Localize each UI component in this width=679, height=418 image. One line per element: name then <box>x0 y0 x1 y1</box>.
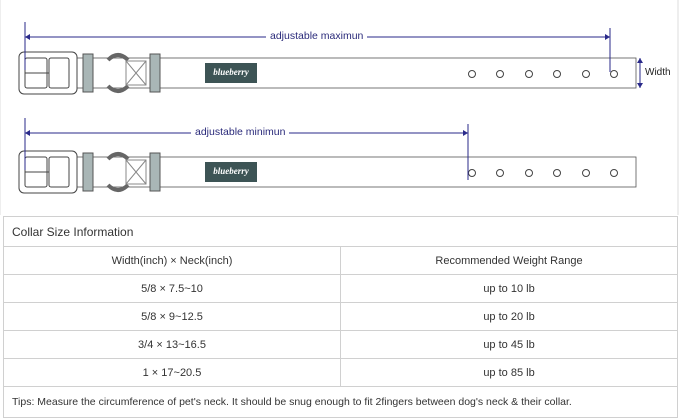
size-cell: 5/8 × 7.5~10 <box>141 282 203 295</box>
size-cell: 1 × 17~20.5 <box>142 366 202 379</box>
bottom-brand-logo-text: blueberry <box>213 166 250 176</box>
bottom-hole <box>496 169 504 177</box>
top-hole <box>582 70 590 78</box>
bottom-hole <box>468 169 476 177</box>
table-title: Collar Size Information <box>12 224 134 239</box>
min-arrow-head-right <box>463 130 468 136</box>
bottom-hole <box>582 169 590 177</box>
adjustable-minimum-label: adjustable minimun <box>191 126 290 138</box>
width-label: Width <box>645 67 671 78</box>
top-brand-logo-text: blueberry <box>213 67 250 77</box>
table-row: 5/8 × 9~12.5 up to 20 lb <box>4 302 677 330</box>
table-row: 1 × 17~20.5 up to 85 lb <box>4 358 677 386</box>
bottom-keeper-loop <box>82 152 94 192</box>
weight-cell: up to 45 lb <box>340 331 677 358</box>
top-keeper-loop <box>149 53 161 93</box>
bottom-brand-logo <box>205 162 257 182</box>
top-keeper-loop <box>82 53 94 93</box>
weight-cell: up to 10 lb <box>340 275 677 302</box>
adjustable-maximum-label: adjustable maximun <box>266 30 368 42</box>
top-brand-logo <box>205 63 257 83</box>
bottom-hole <box>610 169 618 177</box>
collar-diagram: blueberry blueberry <box>0 0 679 215</box>
max-arrow-head-right <box>605 34 610 40</box>
size-cell: 3/4 × 13~16.5 <box>138 338 206 351</box>
top-hole <box>525 70 533 78</box>
header-weight: Recommended Weight Range <box>340 247 677 274</box>
bottom-keeper-loop <box>149 152 161 192</box>
size-table: Collar Size Information Width(inch) × Ne… <box>3 216 678 418</box>
bottom-hole <box>525 169 533 177</box>
bottom-stitch-cross <box>125 159 147 185</box>
top-hole <box>496 70 504 78</box>
top-hole <box>610 70 618 78</box>
tips-text: Tips: Measure the circumference of pet's… <box>4 386 677 417</box>
table-row: 5/8 × 7.5~10 up to 10 lb <box>4 274 677 302</box>
weight-cell: up to 20 lb <box>340 303 677 330</box>
bottom-stitch-box <box>125 159 147 185</box>
weight-cell: up to 85 lb <box>340 359 677 386</box>
table-header: Width(inch) × Neck(inch) Recommended Wei… <box>4 246 677 274</box>
top-hole <box>553 70 561 78</box>
top-stitch-box <box>125 60 147 86</box>
min-arrow-head-left <box>25 130 30 136</box>
top-hole <box>468 70 476 78</box>
size-cell: 5/8 × 9~12.5 <box>141 310 203 323</box>
bottom-d-ring <box>106 152 130 192</box>
top-stitch-cross <box>125 60 147 86</box>
max-arrow-head-left <box>25 34 30 40</box>
header-size: Width(inch) × Neck(inch) <box>111 254 233 267</box>
top-d-ring <box>106 53 130 93</box>
bottom-hole <box>553 169 561 177</box>
table-row: 3/4 × 13~16.5 up to 45 lb <box>4 330 677 358</box>
